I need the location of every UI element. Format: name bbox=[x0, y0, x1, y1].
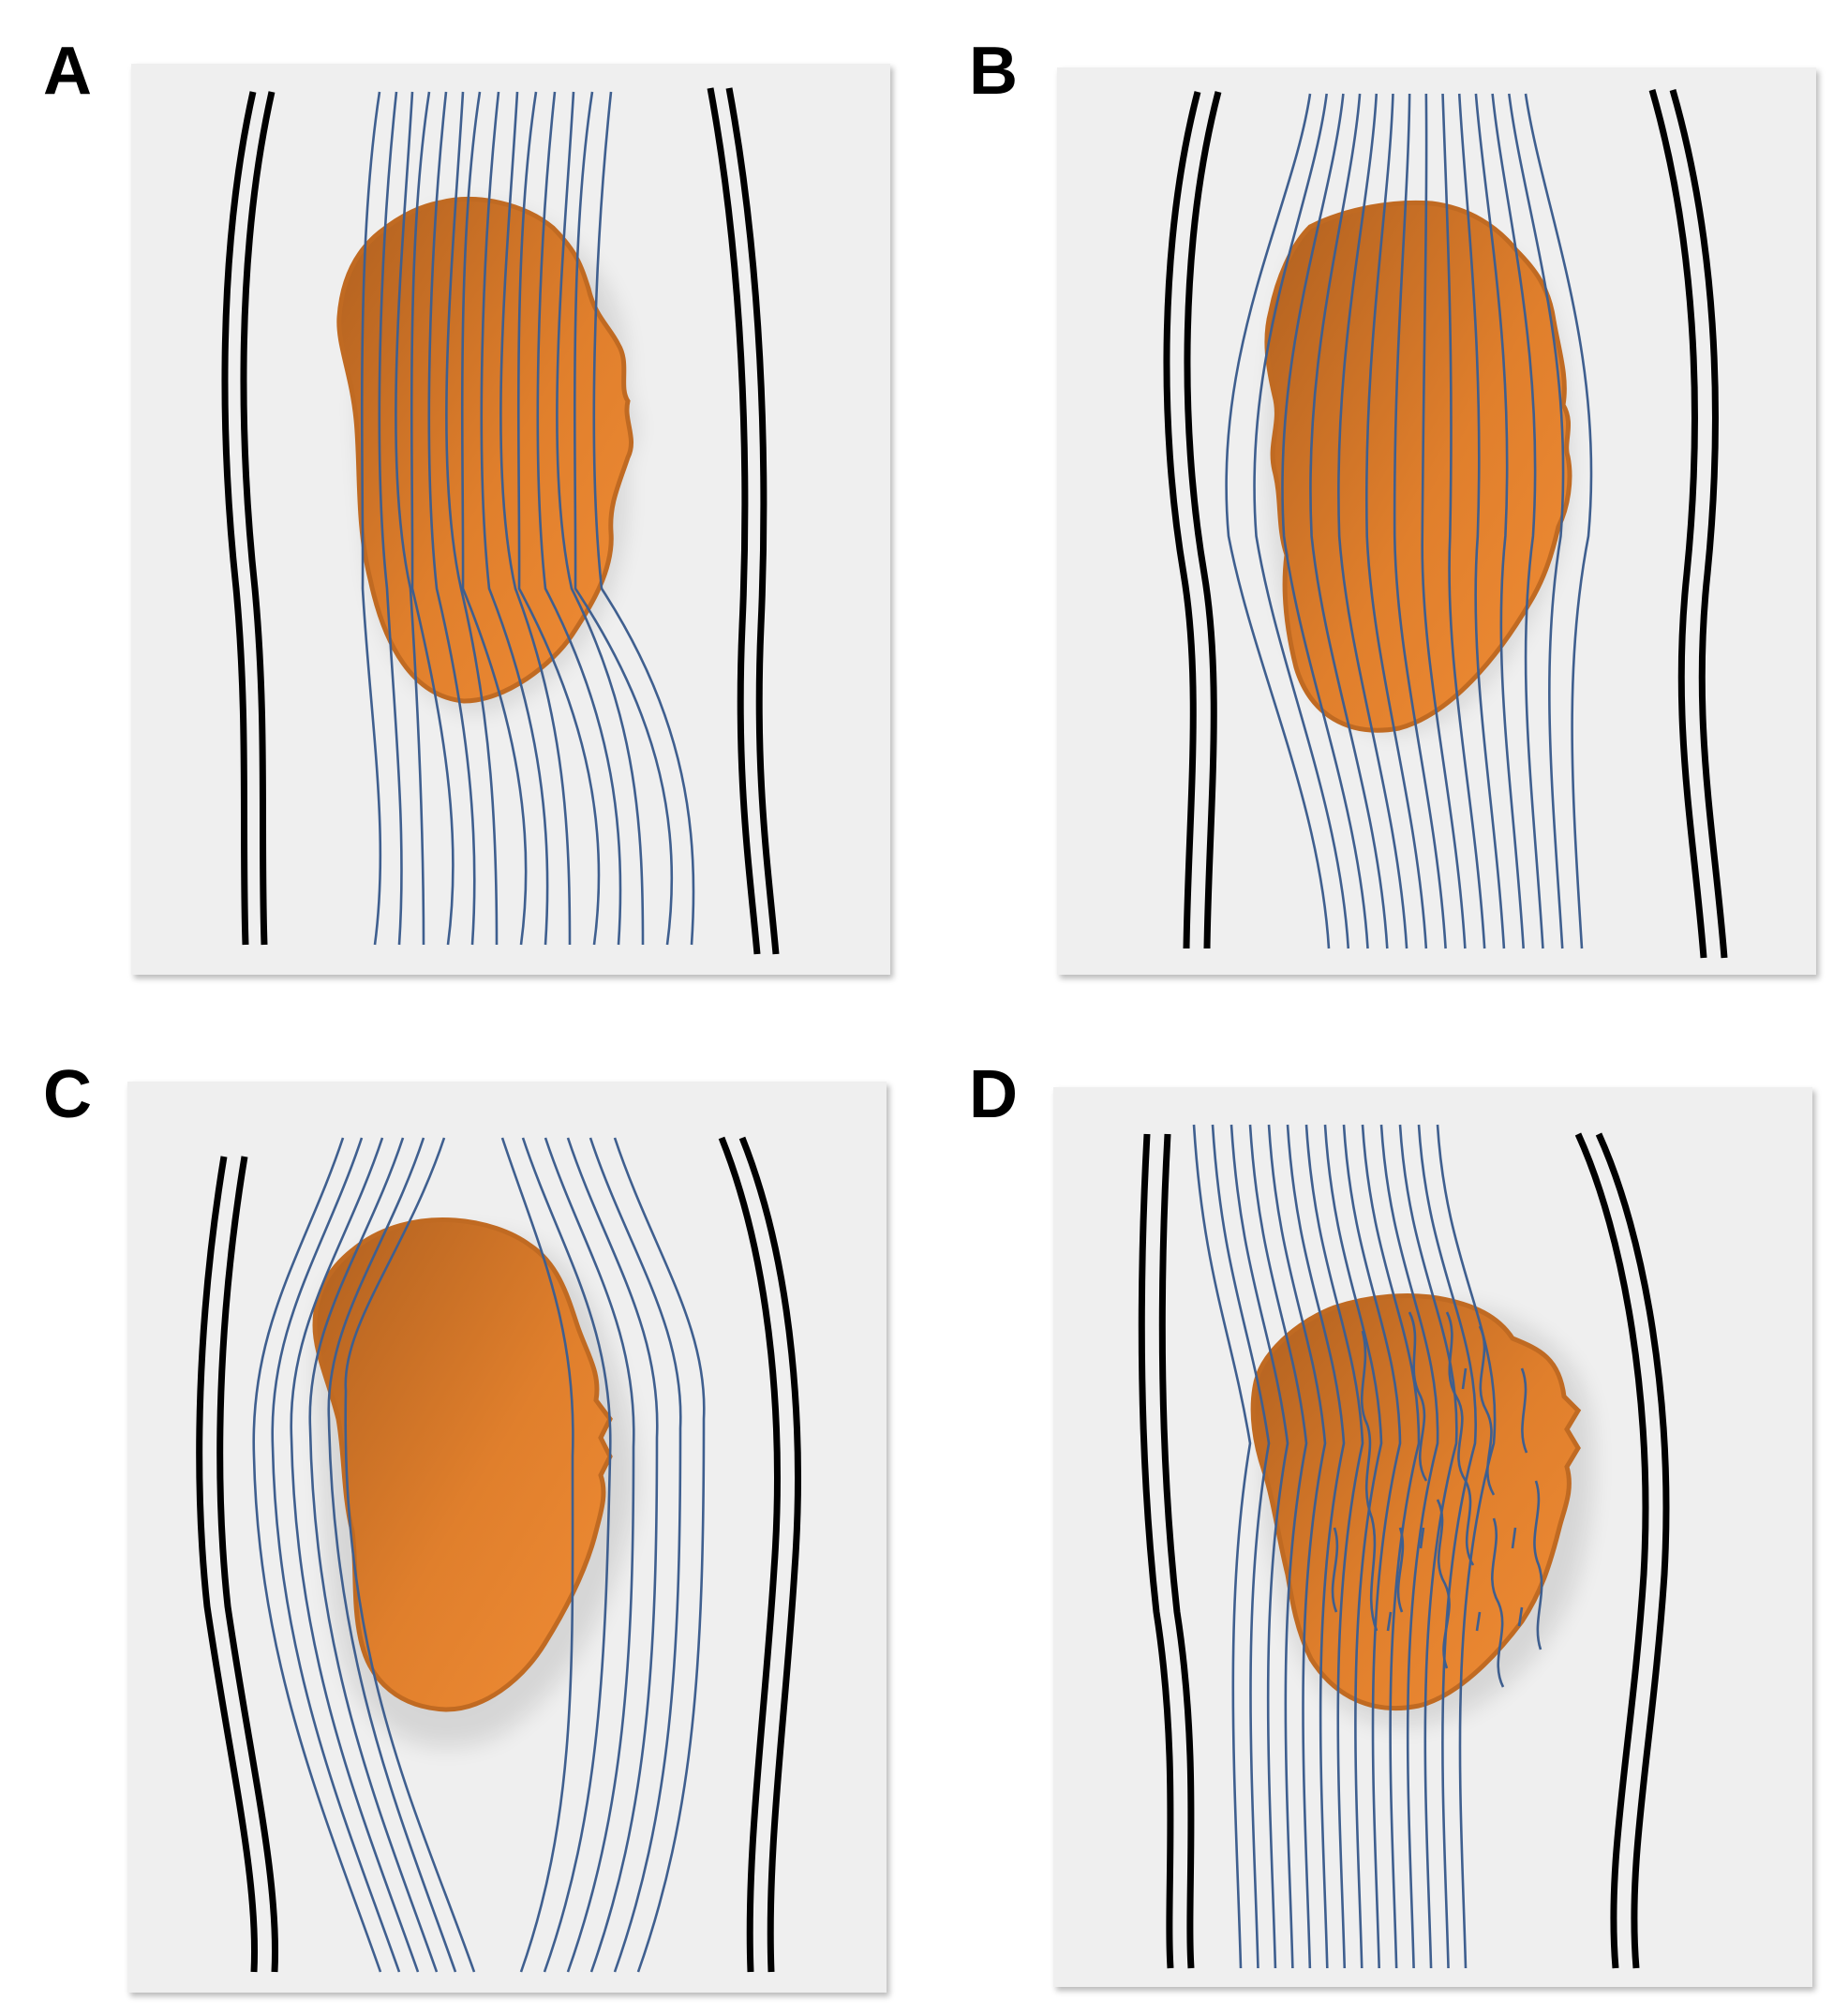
fiber-line bbox=[308, 1137, 439, 1973]
mass bbox=[312, 1217, 613, 1712]
panel-label-c: C bbox=[43, 1057, 92, 1132]
fiber-line bbox=[395, 91, 425, 946]
fiber-line bbox=[1441, 93, 1486, 949]
fiber-line bbox=[1436, 1499, 1451, 1669]
fiber-line bbox=[1419, 1527, 1425, 1549]
fiber-line bbox=[1508, 93, 1565, 949]
fiber-bundle bbox=[1192, 1124, 1543, 1969]
tube-wall-left bbox=[1138, 1133, 1195, 1969]
fiber-line bbox=[1511, 1527, 1517, 1549]
fiber-line bbox=[1408, 1311, 1428, 1482]
fiber-line bbox=[592, 91, 695, 946]
fiber-line bbox=[516, 91, 601, 946]
fiber-line bbox=[344, 1137, 476, 1973]
fiber-line bbox=[556, 91, 645, 946]
fiber-line bbox=[1457, 93, 1506, 949]
fiber-line bbox=[327, 1137, 457, 1973]
fiber-line bbox=[1342, 1124, 1402, 1969]
fiber-line bbox=[1491, 1517, 1505, 1688]
fiber-line bbox=[1331, 1527, 1339, 1613]
fiber-line bbox=[589, 1137, 682, 1973]
tube-wall-right bbox=[1574, 1132, 1670, 1969]
fiber-line bbox=[1286, 1124, 1346, 1969]
fiber-line bbox=[1524, 93, 1593, 949]
fiber-line bbox=[410, 91, 455, 946]
fiber-line bbox=[544, 1137, 635, 1973]
fiber-line bbox=[1323, 1124, 1383, 1969]
tube-wall-right bbox=[718, 1136, 801, 1973]
fiber-line bbox=[499, 91, 572, 946]
fiber-line bbox=[1379, 1124, 1439, 1969]
fiber-line bbox=[1393, 93, 1447, 949]
fiber-line bbox=[1192, 1124, 1252, 1969]
fiber-line bbox=[1365, 93, 1428, 949]
fiber-line bbox=[378, 91, 403, 946]
fiber-bundle bbox=[252, 1137, 706, 1973]
fiber-line bbox=[1520, 1367, 1528, 1454]
fiber-line bbox=[445, 91, 499, 946]
tube-wall-left bbox=[221, 91, 276, 946]
fiber-line bbox=[1517, 1606, 1524, 1627]
fiber-line bbox=[360, 91, 382, 946]
panel-label-b: B bbox=[969, 34, 1018, 109]
tube-wall-right bbox=[1648, 89, 1728, 959]
mass bbox=[1264, 200, 1572, 733]
panel-label-a: A bbox=[43, 34, 92, 109]
fiber-line bbox=[460, 91, 528, 946]
panel-a-diagram bbox=[221, 87, 780, 955]
fiber-line bbox=[1478, 1325, 1496, 1496]
tube-wall-right bbox=[707, 87, 780, 955]
fiber-line bbox=[1281, 93, 1369, 949]
fiber-line bbox=[613, 1137, 706, 1973]
fiber-line bbox=[1225, 93, 1331, 949]
fiber-line bbox=[573, 91, 674, 946]
fiber-line bbox=[500, 1137, 574, 1973]
fiber-line bbox=[1421, 93, 1467, 949]
fiber-bundle bbox=[360, 91, 695, 946]
panel-c-diagram bbox=[196, 1136, 801, 1973]
fiber-line bbox=[1361, 1124, 1421, 1969]
panel-b-diagram bbox=[1163, 89, 1728, 959]
fiber-line bbox=[1386, 1611, 1393, 1632]
fiber-line bbox=[290, 1137, 420, 1973]
fiber-line bbox=[427, 91, 476, 946]
fiber-line bbox=[1360, 1330, 1378, 1632]
fiber-line bbox=[521, 1137, 612, 1973]
tube-wall-left bbox=[1163, 91, 1222, 949]
fiber-line bbox=[1445, 1311, 1475, 1566]
fiber-line bbox=[1337, 93, 1408, 949]
tube-wall-left bbox=[196, 1156, 278, 1973]
fiber-line bbox=[566, 1137, 659, 1973]
fiber-line bbox=[1229, 1124, 1289, 1969]
panel-c bbox=[127, 1082, 887, 1993]
fiber-line bbox=[1267, 1124, 1327, 1969]
panel-d-diagram bbox=[1138, 1124, 1670, 1969]
fiber-line bbox=[1417, 1124, 1477, 1969]
fiber-line bbox=[1475, 1611, 1482, 1632]
fiber-line bbox=[1491, 93, 1544, 949]
fiber-line bbox=[252, 1137, 382, 1973]
fiber-line bbox=[1474, 93, 1525, 949]
fiber-line bbox=[1248, 1124, 1308, 1969]
fiber-line bbox=[1461, 1367, 1468, 1390]
panel-a bbox=[131, 64, 890, 975]
fiber-line bbox=[1253, 93, 1350, 949]
fiber-line bbox=[480, 91, 549, 946]
fiber-line bbox=[1304, 1124, 1364, 1969]
panel-d bbox=[1053, 1087, 1812, 1987]
panel-label-d: D bbox=[969, 1057, 1018, 1132]
fiber-bundle bbox=[1225, 93, 1593, 949]
fiber-line bbox=[271, 1137, 401, 1973]
fiber-line bbox=[1211, 1124, 1271, 1969]
fiber-line bbox=[1309, 93, 1389, 949]
fiber-line bbox=[1398, 1124, 1458, 1969]
panel-b bbox=[1057, 67, 1816, 975]
fiber-line bbox=[1396, 1527, 1405, 1613]
fiber-line bbox=[1533, 1480, 1543, 1650]
fiber-line bbox=[536, 91, 622, 946]
